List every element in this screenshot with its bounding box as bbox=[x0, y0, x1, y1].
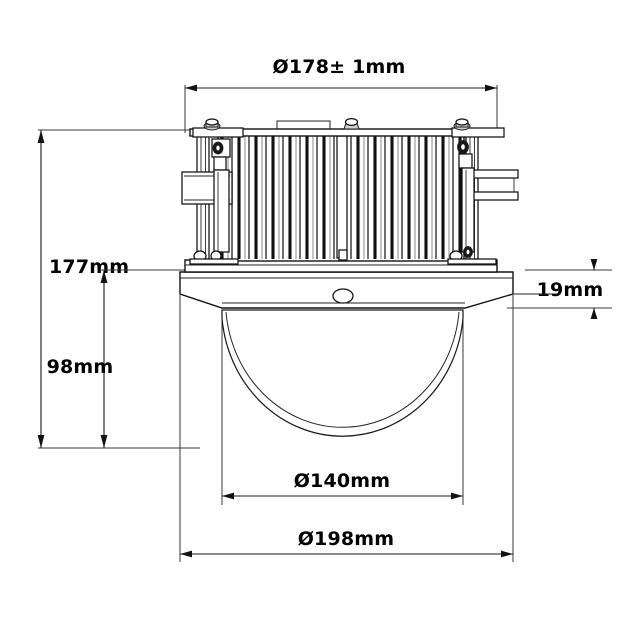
heatsink-center-channel bbox=[336, 135, 348, 259]
arrowhead-bottom-177 bbox=[37, 435, 45, 448]
arrowhead-upper-19 bbox=[590, 259, 598, 270]
dimension-top-width: Ø178± 1mm bbox=[184, 56, 498, 133]
arrowhead-right-178 bbox=[485, 84, 497, 92]
left-screw-top bbox=[205, 118, 219, 126]
left-foot-plate bbox=[189, 258, 239, 265]
acrylic-dome-bubble bbox=[221, 309, 464, 437]
dimension-label-outer-diameter: Ø178± 1mm bbox=[273, 56, 406, 78]
dimension-label-flange-thickness: 19mm bbox=[537, 279, 604, 301]
dimension-label-overall-height: 177mm bbox=[49, 256, 129, 278]
dimension-dome-diameter: Ø140mm bbox=[221, 310, 464, 505]
dimension-label-dome-height: 98mm bbox=[47, 356, 114, 378]
heatsink-center-foot bbox=[338, 249, 348, 261]
right-screw-top bbox=[455, 118, 469, 126]
dome-outer-curve bbox=[221, 309, 464, 437]
arrowhead-left-198 bbox=[180, 550, 192, 558]
right-arm-lower bbox=[469, 191, 519, 201]
arrowhead-right-198 bbox=[501, 550, 513, 558]
left-link-block bbox=[213, 156, 227, 171]
right-mounting-bracket bbox=[447, 118, 519, 265]
right-rod bbox=[461, 167, 475, 253]
dimension-trim-diameter: Ø198mm bbox=[179, 295, 514, 562]
dimension-overall-height: 177mm bbox=[37, 129, 200, 449]
flange-center-nub bbox=[332, 288, 354, 304]
arrowhead-right-140 bbox=[451, 492, 463, 500]
arrowhead-lower-19 bbox=[590, 308, 598, 319]
arrowhead-top-98 bbox=[100, 270, 108, 283]
dimension-label-dome-diameter: Ø140mm bbox=[294, 470, 391, 492]
left-bracket-top-plate bbox=[192, 127, 244, 138]
left-rod bbox=[213, 169, 230, 253]
arrowhead-bottom-98 bbox=[100, 435, 108, 448]
arrowhead-left-178 bbox=[185, 84, 197, 92]
heatsink-fins bbox=[220, 136, 462, 259]
top-plate-outline bbox=[276, 120, 331, 129]
right-bracket-top-plate bbox=[451, 127, 505, 138]
right-foot-plate bbox=[447, 258, 497, 265]
dimension-flange-thickness: 19mm bbox=[507, 259, 612, 319]
arrowhead-left-140 bbox=[222, 492, 234, 500]
dimension-label-trim-diameter: Ø198mm bbox=[298, 528, 395, 550]
right-foot-roller-inner bbox=[465, 248, 471, 256]
heatsink-base-plate bbox=[184, 259, 498, 273]
mounting-flange bbox=[179, 271, 560, 309]
right-arm-upper bbox=[469, 169, 519, 179]
left-mounting-bracket bbox=[181, 118, 244, 265]
finned-heatsink-body bbox=[217, 132, 465, 262]
dimension-dome-height: 98mm bbox=[47, 269, 230, 448]
top-plate-bracket bbox=[276, 120, 331, 129]
right-pivot-ring-inner bbox=[460, 143, 466, 151]
left-pivot-ring-inner bbox=[215, 144, 221, 152]
boss-cap bbox=[344, 117, 359, 127]
right-link-block bbox=[458, 153, 473, 169]
top-center-boss bbox=[343, 117, 360, 130]
arrowhead-top-177 bbox=[37, 130, 45, 143]
dome-inner-curve bbox=[225, 311, 460, 428]
